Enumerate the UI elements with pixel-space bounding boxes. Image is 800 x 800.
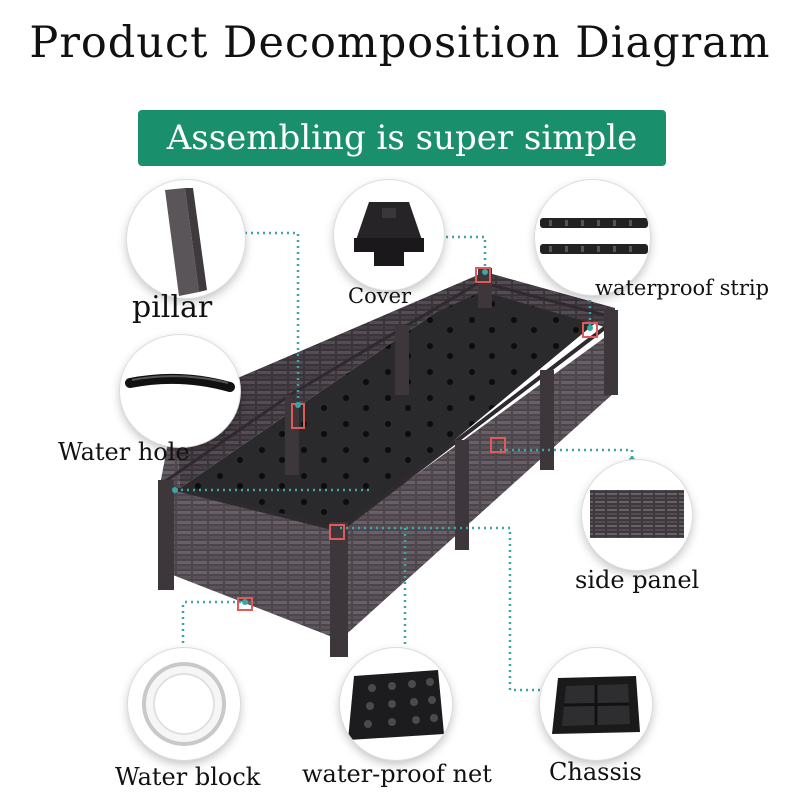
label-waterproof-net: water-proof net: [302, 760, 492, 788]
water-hole-icon: [125, 373, 235, 392]
label-water-block: Water block: [115, 763, 261, 791]
chassis-icon: [552, 676, 640, 734]
chassis-detail-circle: [540, 648, 652, 760]
label-pillar: pillar: [132, 290, 213, 325]
label-cover: Cover: [348, 284, 412, 308]
label-side-panel: side panel: [575, 566, 700, 594]
cover-icon: [354, 202, 424, 266]
waterproof-strip-detail-circle: [535, 180, 650, 295]
front-side-panel: [160, 330, 615, 640]
pillar-detail-circle: [127, 180, 245, 298]
pillar-front-left: [158, 480, 174, 590]
water-block-detail-circle: [128, 648, 240, 760]
waterproof-net-icon: [348, 670, 444, 740]
side-panel-detail-circle: [582, 460, 692, 570]
leader-lines: [175, 231, 634, 692]
banner-assembling: Assembling is super simple: [138, 110, 666, 166]
label-chassis: Chassis: [549, 758, 642, 786]
water-hole-detail-circle: [120, 335, 240, 447]
diagram-title: Product Decomposition Diagram: [29, 18, 771, 68]
pillar-front-center: [330, 522, 348, 657]
waterproof-net-detail-circle: [340, 648, 452, 760]
water-block-icon: [142, 662, 226, 746]
side-panel-icon: [590, 490, 684, 538]
cover-detail-circle: [334, 180, 444, 290]
waterproof-strip-icon: [540, 218, 648, 254]
pillar-icon: [165, 188, 207, 296]
label-waterproof-strip: waterproof strip: [595, 276, 770, 300]
label-water-hole: Water hole: [58, 438, 190, 466]
